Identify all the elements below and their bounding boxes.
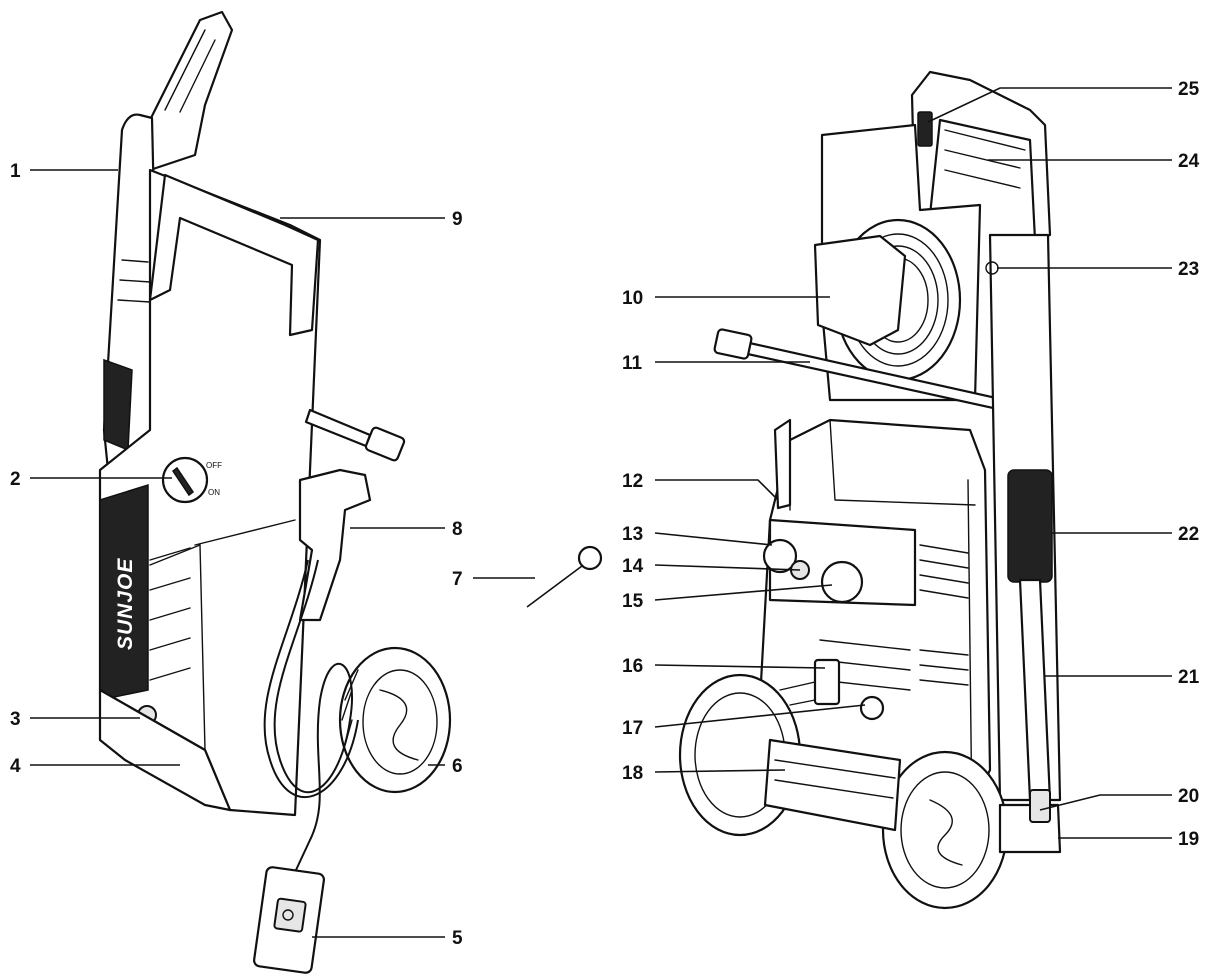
- rear-water-inlet-knob: [820, 560, 864, 604]
- callout-9: 9: [452, 209, 463, 230]
- callout-19: 19: [1178, 829, 1199, 850]
- callout-leaders: [30, 87, 1172, 938]
- front-handle-frame: [148, 10, 234, 172]
- callout-4: 4: [10, 756, 21, 777]
- brand-logo: SUNJOE: [114, 558, 137, 650]
- rear-base-frame: [763, 738, 902, 832]
- front-power-cord: [273, 559, 353, 871]
- callout-12: 12: [622, 471, 643, 492]
- callout-14: 14: [622, 556, 644, 577]
- rear-detergent-tank: [773, 418, 792, 510]
- dial-off-label: OFF: [206, 461, 222, 470]
- callout-7: 7: [452, 569, 463, 590]
- rear-lance-nozzle: [713, 328, 753, 360]
- callout-6: 6: [452, 756, 463, 777]
- callout-15: 15: [622, 591, 644, 612]
- rear-detergent-cap: [762, 538, 798, 574]
- callout-16: 16: [622, 656, 643, 677]
- rear-pump-fitting-top: [813, 658, 841, 706]
- rear-gun-fitting: [1029, 789, 1051, 823]
- rear-view-unit: [678, 70, 1062, 910]
- front-spray-gun: [298, 468, 372, 622]
- callout-24: 24: [1178, 151, 1200, 172]
- front-gun-holster: [103, 358, 133, 452]
- front-wheel: [338, 646, 452, 794]
- callout-18: 18: [622, 763, 643, 784]
- front-lance-nozzle: [364, 426, 406, 462]
- front-brand-band: [99, 483, 149, 701]
- callout-1: 1: [10, 161, 21, 182]
- callout-20: 20: [1178, 786, 1199, 807]
- front-view-unit: OFF ON SUNJOE: [98, 10, 452, 974]
- callout-17: 17: [622, 718, 643, 739]
- rear-handle-lock-button: [917, 111, 933, 147]
- callout-22: 22: [1178, 524, 1199, 545]
- rear-gun-holster: [1007, 469, 1053, 583]
- front-lance: [304, 408, 372, 448]
- callout-8: 8: [452, 519, 463, 540]
- rear-reel-cover: [813, 234, 907, 347]
- callout-2: 2: [10, 469, 21, 490]
- front-base: [98, 688, 232, 812]
- callout-23: 23: [1178, 259, 1199, 280]
- callout-13: 13: [622, 524, 643, 545]
- callout-5: 5: [452, 928, 463, 949]
- callout-21: 21: [1178, 667, 1200, 688]
- callout-25: 25: [1178, 79, 1200, 100]
- callout-3: 3: [10, 709, 21, 730]
- callout-labels: 1 2 3 4 5 6 7 8 9 10 11 12 13 14 15 16 1…: [10, 79, 1200, 949]
- nozzle-cleaning-pin: [526, 545, 603, 608]
- dial-on-label: ON: [208, 488, 220, 497]
- front-hose-hook-handle: [148, 173, 320, 337]
- callout-10: 10: [622, 288, 643, 309]
- callout-11: 11: [622, 353, 643, 374]
- rear-pump-fitting-outlet: [859, 695, 885, 721]
